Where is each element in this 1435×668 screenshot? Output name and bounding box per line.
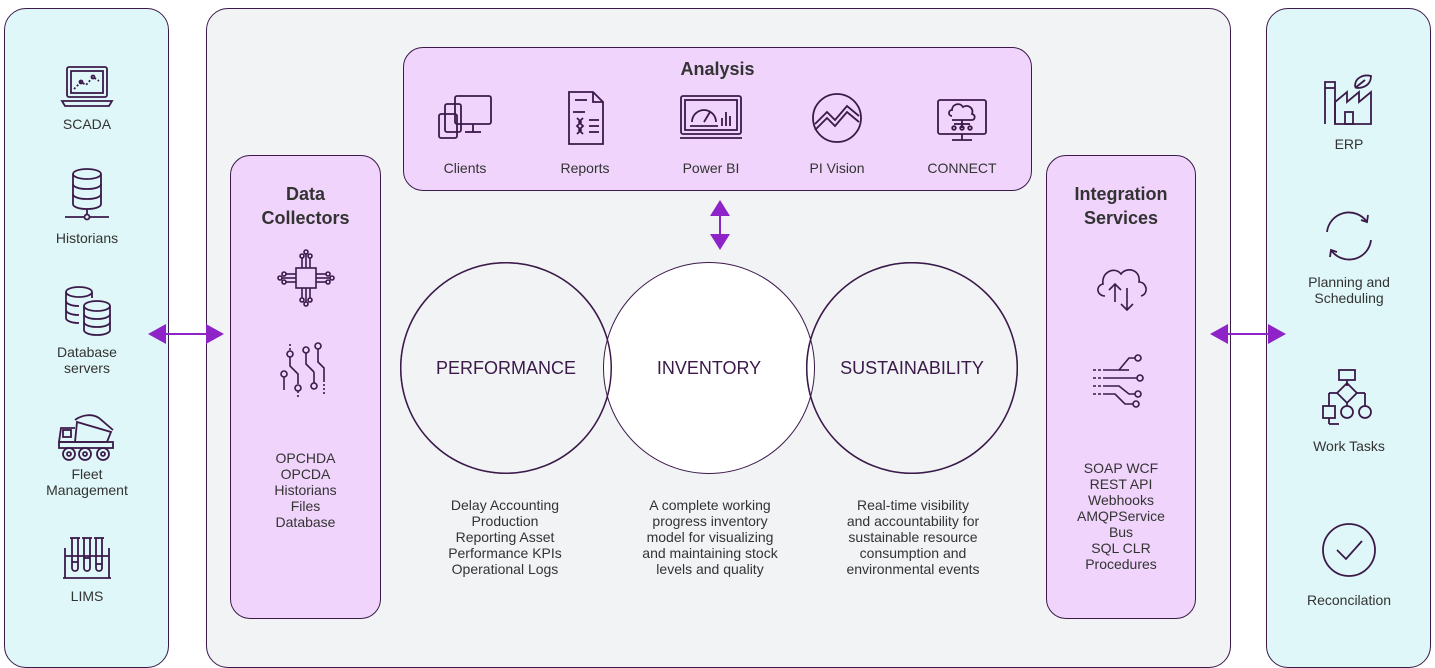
cloud-sync-icon bbox=[1091, 258, 1151, 318]
pi-vision-label: PI Vision bbox=[809, 160, 865, 176]
integration-list: SOAP WCF REST API Webhooks AMQPService B… bbox=[1046, 460, 1196, 572]
desc-line: A complete working bbox=[649, 497, 771, 513]
data-collectors-box: Data Collectors bbox=[230, 155, 381, 619]
sustainability-description: Real-time visibility and accountability … bbox=[818, 497, 1008, 577]
scada-item: SCADA bbox=[27, 64, 147, 132]
devices-icon bbox=[438, 95, 492, 139]
integration-item: Bus bbox=[1108, 524, 1134, 540]
lims-item: LIMS bbox=[27, 534, 147, 604]
sustainability-label: SUSTAINABILITY bbox=[840, 358, 984, 378]
performance-label: PERFORMANCE bbox=[435, 358, 576, 378]
inventory-description: A complete working progress inventory mo… bbox=[615, 497, 805, 577]
data-collectors-title-2: Collectors bbox=[261, 208, 350, 228]
database-network-icon bbox=[65, 168, 109, 221]
desc-line: levels and quality bbox=[656, 561, 764, 577]
desc-line: consumption and bbox=[859, 545, 967, 561]
data-collectors-title-1: Data bbox=[285, 184, 325, 204]
analysis-title: Analysis bbox=[680, 59, 755, 79]
desc-line: and maintaining stock bbox=[642, 545, 778, 561]
work-tasks-item: Work Tasks bbox=[1289, 368, 1409, 454]
collector-item: Files bbox=[290, 498, 321, 514]
refresh-cycle-icon bbox=[1326, 211, 1372, 261]
desc-line: model for visualizing bbox=[646, 529, 774, 545]
fleet-label-2: Management bbox=[46, 482, 128, 498]
integration-item: AMQPService bbox=[1077, 508, 1165, 524]
desc-line: Performance KPIs bbox=[448, 545, 562, 561]
inventory-label: INVENTORY bbox=[656, 358, 762, 378]
reports-label: Reports bbox=[560, 160, 610, 176]
inventory-circle bbox=[603, 262, 815, 474]
clients-label: Clients bbox=[443, 160, 487, 176]
desc-line: Operational Logs bbox=[451, 561, 559, 577]
work-tasks-label: Work Tasks bbox=[1313, 438, 1385, 454]
desc-line: Real-time visibility bbox=[856, 497, 970, 513]
data-lines-icon bbox=[1089, 350, 1149, 410]
laptop-chart-icon bbox=[60, 66, 114, 107]
erp-label: ERP bbox=[1334, 136, 1364, 152]
dashboard-monitor-icon bbox=[680, 95, 742, 139]
data-collectors-list: OPCHDA OPCDA Historians Files Database bbox=[230, 450, 381, 530]
fleet-label-1: Fleet bbox=[71, 466, 103, 482]
database-servers-label-1: Database bbox=[57, 344, 117, 360]
integration-title-1: Integration bbox=[1074, 184, 1168, 204]
circuit-icon bbox=[278, 340, 334, 400]
trend-circle-icon bbox=[812, 93, 862, 143]
report-document-icon bbox=[568, 91, 604, 145]
factory-leaf-icon bbox=[1324, 74, 1372, 125]
erp-item: ERP bbox=[1289, 72, 1409, 152]
historians-item: Historians bbox=[27, 166, 147, 246]
power-bi-item: Power BI bbox=[666, 90, 756, 176]
cloud-monitor-icon bbox=[937, 99, 987, 141]
pi-vision-item: PI Vision bbox=[792, 90, 882, 176]
collector-item: OPCHDA bbox=[275, 450, 336, 466]
desc-line: progress inventory bbox=[652, 513, 768, 529]
desc-line: sustainable resource bbox=[848, 529, 978, 545]
chip-icon bbox=[276, 248, 336, 308]
planning-label-1: Planning and bbox=[1308, 274, 1390, 290]
workflow-icon bbox=[1322, 369, 1372, 425]
database-servers-icon bbox=[65, 286, 111, 336]
integration-item: Procedures bbox=[1085, 556, 1157, 572]
database-servers-label-2: servers bbox=[64, 360, 110, 376]
desc-line: environmental events bbox=[846, 561, 980, 577]
desc-line: Delay Accounting bbox=[450, 497, 560, 513]
left-double-arrow bbox=[148, 324, 224, 344]
vertical-double-arrow bbox=[710, 200, 730, 250]
clients-item: Clients bbox=[420, 90, 510, 176]
lims-label: LIMS bbox=[70, 588, 104, 604]
power-bi-label: Power BI bbox=[682, 160, 740, 176]
collector-item: Database bbox=[275, 514, 336, 530]
analysis-box: Analysis bbox=[403, 47, 1032, 191]
reconcilation-item: Reconcilation bbox=[1289, 520, 1409, 608]
reports-item: Reports bbox=[540, 90, 630, 176]
integration-item: REST API bbox=[1089, 476, 1153, 492]
collector-item: Historians bbox=[274, 482, 337, 498]
desc-line: and accountability for bbox=[846, 513, 980, 529]
right-double-arrow bbox=[1210, 324, 1286, 344]
planning-item: Planning and Scheduling bbox=[1289, 206, 1409, 306]
scada-label: SCADA bbox=[62, 116, 112, 132]
historians-label: Historians bbox=[55, 230, 119, 246]
connect-item: CONNECT bbox=[915, 90, 1009, 176]
integration-item: Webhooks bbox=[1088, 492, 1154, 508]
desc-line: Reporting Asset bbox=[455, 529, 555, 545]
venn-outline-overlay bbox=[400, 262, 1018, 474]
connect-label: CONNECT bbox=[927, 160, 997, 176]
dump-truck-icon bbox=[57, 414, 114, 461]
integration-item: SOAP WCF bbox=[1083, 460, 1159, 476]
integration-item: SQL CLR bbox=[1091, 540, 1151, 556]
desc-line: Production bbox=[471, 513, 539, 529]
performance-description: Delay Accounting Production Reporting As… bbox=[410, 497, 600, 577]
reconcilation-label: Reconcilation bbox=[1306, 592, 1392, 608]
planning-label-2: Scheduling bbox=[1314, 290, 1384, 306]
collector-item: OPCDA bbox=[280, 466, 331, 482]
test-tubes-icon bbox=[63, 537, 111, 579]
database-servers-item: Database servers bbox=[27, 284, 147, 376]
integration-title-2: Services bbox=[1083, 208, 1159, 228]
fleet-management-item: Fleet Management bbox=[27, 410, 147, 498]
checkmark-circle-icon bbox=[1322, 523, 1376, 577]
